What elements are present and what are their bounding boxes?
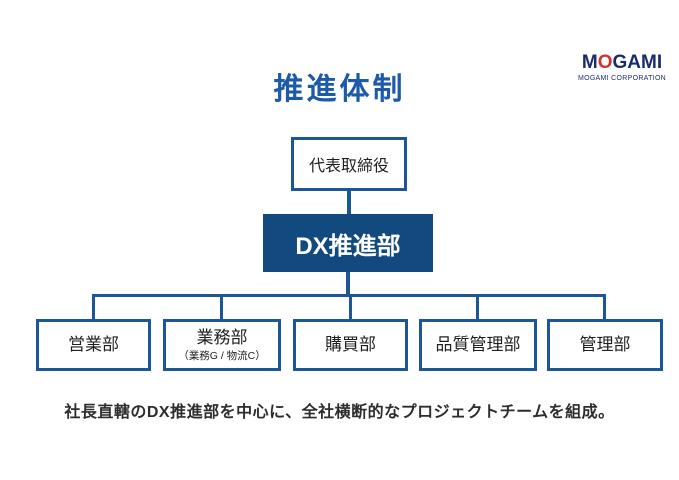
connector-drop-operations xyxy=(220,295,223,321)
page-title: 推進体制 xyxy=(273,73,406,106)
logo-letters-gami: GAMI xyxy=(612,52,663,73)
org-box-president-label: 代表取締役 xyxy=(308,158,389,175)
connector-drop-sales xyxy=(92,295,95,321)
org-box-purchasing: 購買部 xyxy=(293,319,408,371)
connector-hub-to-rail xyxy=(346,270,350,296)
org-box-admin-label: 管理部 xyxy=(579,335,631,355)
org-box-operations: 業務部 （業務G / 物流C） xyxy=(163,319,281,371)
connector-root-to-hub xyxy=(347,189,351,216)
logo-wordmark: MOGAMI xyxy=(576,53,668,72)
org-box-president: 代表取締役 xyxy=(291,137,407,191)
org-box-quality-label: 品質管理部 xyxy=(435,335,521,355)
org-box-admin: 管理部 xyxy=(547,319,663,371)
company-logo: MOGAMI MOGAMI CORPORATION xyxy=(576,53,668,82)
org-box-operations-label: 業務部 xyxy=(196,328,248,348)
logo-letter-m: M xyxy=(581,52,598,73)
org-box-dx-promotion-label: DX推進部 xyxy=(295,232,401,260)
logo-letter-o-red: O xyxy=(597,52,613,73)
org-box-dx-promotion: DX推進部 xyxy=(263,214,433,272)
logo-company-name: MOGAMI CORPORATION xyxy=(577,75,667,82)
connector-drop-admin xyxy=(603,295,606,321)
org-box-operations-sublabel: （業務G / 物流C） xyxy=(178,349,266,362)
org-box-sales: 営業部 xyxy=(36,319,151,371)
org-box-purchasing-label: 購買部 xyxy=(325,335,376,355)
org-box-sales-label: 営業部 xyxy=(68,335,119,355)
slide-footer-text: 社長直轄のDX推進部を中心に、全社横断的なプロジェクトチームを組成。 xyxy=(64,404,615,421)
connector-drop-purchasing xyxy=(349,295,352,321)
connector-drop-quality xyxy=(476,295,479,321)
org-box-quality: 品質管理部 xyxy=(419,319,537,371)
